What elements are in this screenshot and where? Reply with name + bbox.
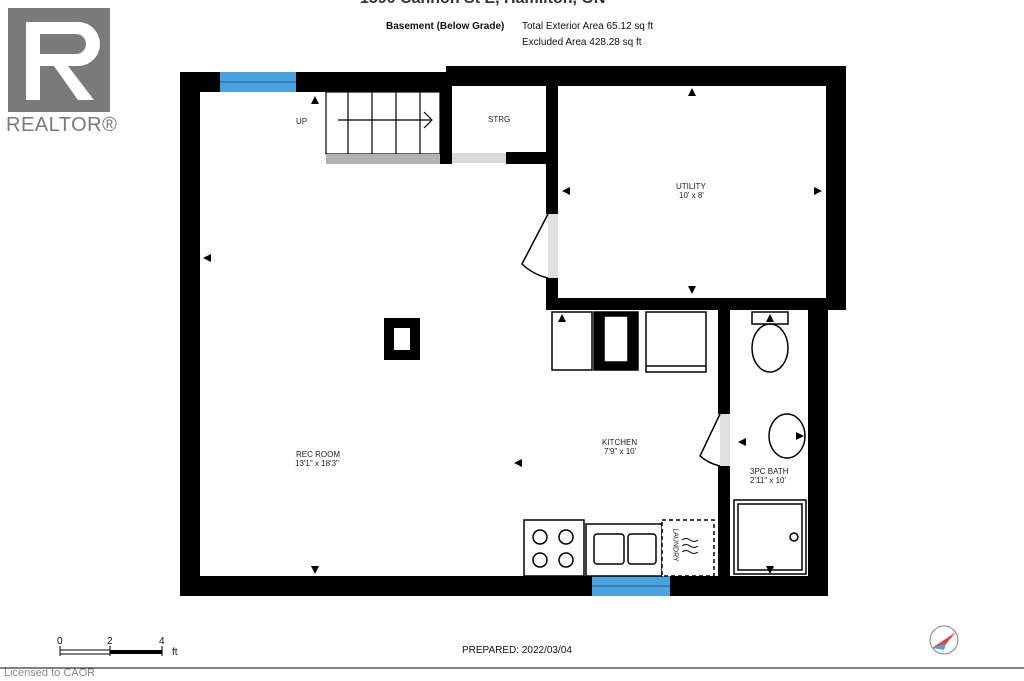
kitchen-fixtures xyxy=(523,311,715,577)
rec-room-label: REC ROOM xyxy=(296,450,340,459)
utility-label: UTILITY xyxy=(676,182,706,191)
interior-walls xyxy=(440,84,828,588)
license-text: Licensed to CAOR xyxy=(4,667,96,679)
bath-door-swing xyxy=(699,413,721,467)
total-area: Total Exterior Area 65.12 sq ft xyxy=(522,21,654,32)
scale-tick-0: 0 xyxy=(57,636,63,647)
kitchen-dims: 7'9" x 10' xyxy=(604,447,637,456)
address-title: 1590 Cannon St E, Hamilton, ON xyxy=(360,0,605,8)
kitchen-label: KITCHEN xyxy=(602,438,638,447)
rec-room-dims: 13'1" x 18'3" xyxy=(295,459,339,468)
scale-tick-2: 2 xyxy=(107,636,113,647)
utility-door-gap xyxy=(548,214,558,278)
scale-bar xyxy=(59,646,163,656)
strg-label: STRG xyxy=(488,115,511,124)
scale-tick-4: 4 xyxy=(159,636,165,647)
outer-walls xyxy=(180,66,846,596)
stairs xyxy=(325,91,441,155)
strg-door xyxy=(452,153,506,163)
realtor-logo-text: REALTOR® xyxy=(6,114,118,136)
dimension-markers xyxy=(203,88,822,574)
laundry-label: LAUNDRY xyxy=(671,528,679,562)
bath-label: 3PC BATH xyxy=(750,467,789,476)
prepared-date: PREPARED: 2022/03/04 xyxy=(462,645,572,656)
bath-dims: 2'11" x 10' xyxy=(750,476,786,485)
compass-icon xyxy=(929,625,959,655)
utility-dims: 10' x 8' xyxy=(679,191,704,200)
realtor-r-icon xyxy=(8,8,110,112)
floor-label: Basement (Below Grade) xyxy=(386,21,505,32)
excluded-area: Excluded Area 428.28 sq ft xyxy=(522,37,642,48)
stairs-up-label: UP xyxy=(296,117,308,126)
laundry-waves-icon xyxy=(681,538,699,554)
realtor-logo-icon xyxy=(8,8,110,112)
stair-base xyxy=(326,154,440,164)
bath-fixtures xyxy=(733,311,807,575)
scale-unit: ft xyxy=(172,647,178,658)
bath-door-gap xyxy=(720,414,730,466)
utility-door-swing xyxy=(521,213,549,279)
